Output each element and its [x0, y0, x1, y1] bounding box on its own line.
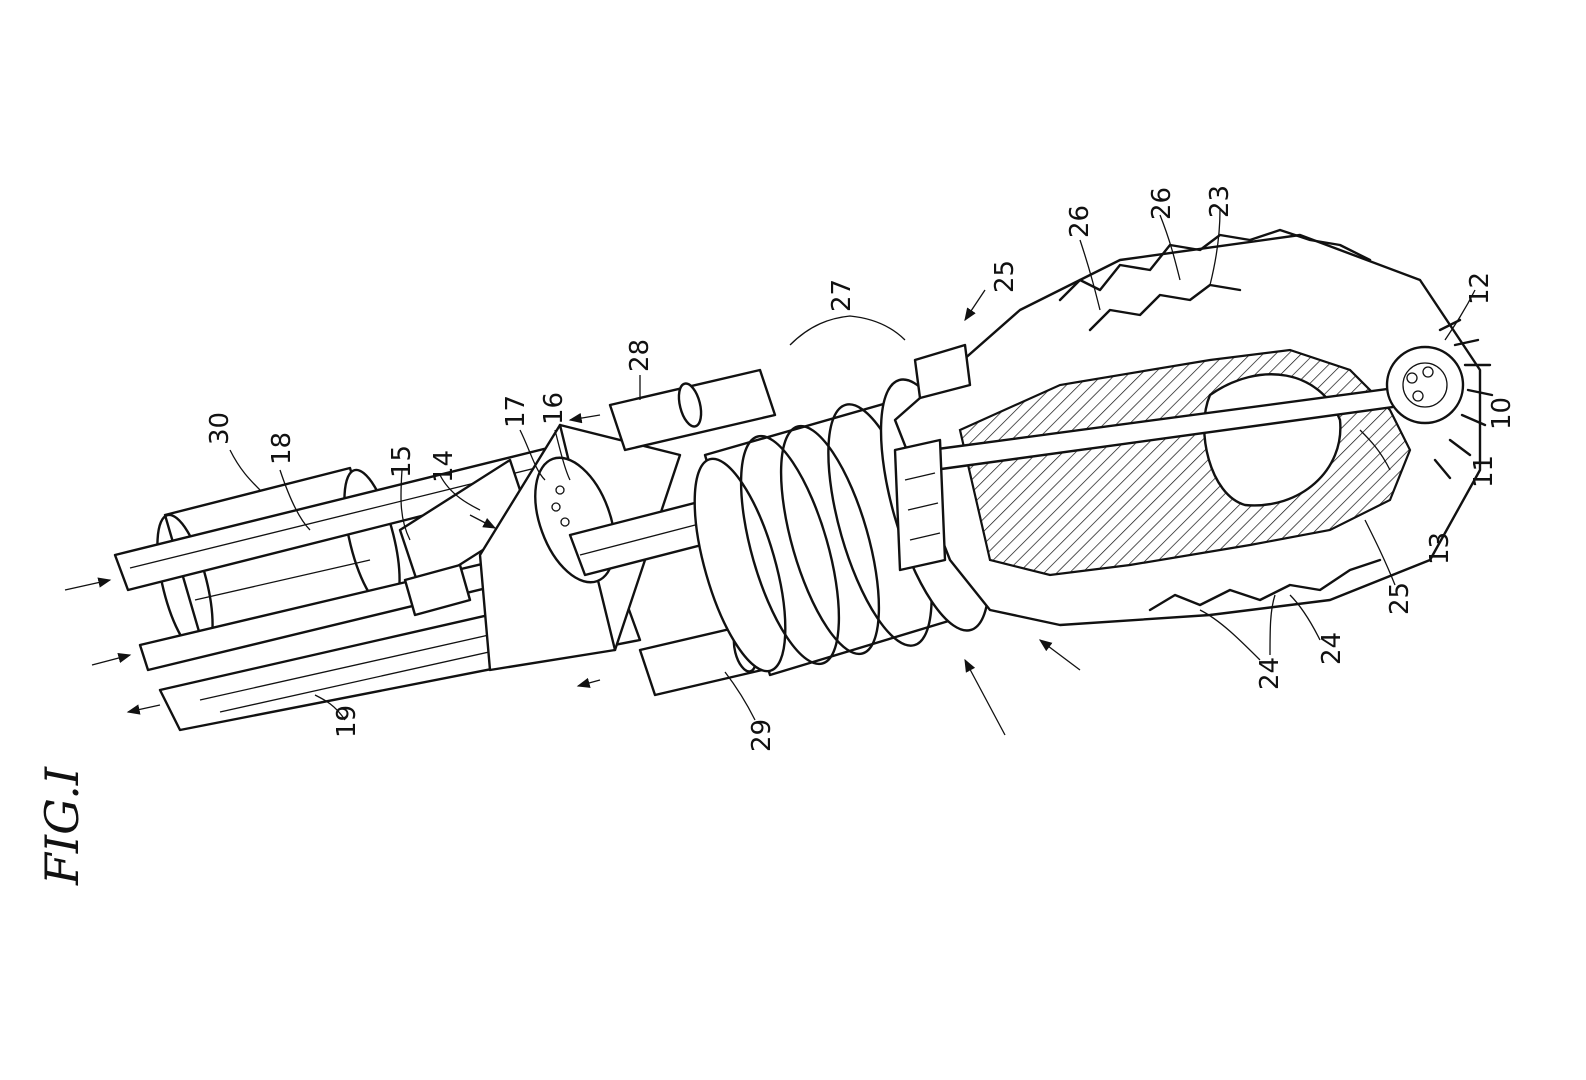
- label-16: 16: [539, 392, 569, 425]
- figure-caption: FIG.I: [35, 766, 89, 886]
- label-19: 19: [332, 705, 362, 738]
- label-30: 30: [205, 412, 235, 445]
- label-13: 13: [1425, 532, 1455, 565]
- label-25-bottom: 25: [1385, 582, 1415, 615]
- label-11: 11: [1469, 455, 1499, 488]
- bit-body: [893, 228, 1494, 627]
- label-25-top: 25: [990, 260, 1020, 293]
- reference-labels: 30 18 15 14 17 16 28 27 25 26 26 23 12 1…: [205, 185, 1517, 752]
- label-15: 15: [387, 445, 417, 478]
- flow-arrows: [64, 289, 1081, 736]
- label-12: 12: [1465, 272, 1495, 305]
- leader-lines: [229, 209, 1476, 721]
- label-18: 18: [267, 432, 297, 465]
- label-27: 27: [827, 279, 857, 312]
- label-10: 10: [1487, 397, 1517, 430]
- label-14: 14: [429, 450, 459, 483]
- drill-assembly: [64, 209, 1494, 736]
- label-26-a: 26: [1065, 205, 1095, 238]
- label-23: 23: [1205, 185, 1235, 218]
- label-26-b: 26: [1147, 187, 1177, 220]
- label-24-b: 24: [1317, 632, 1347, 665]
- label-29: 29: [747, 719, 777, 752]
- label-17: 17: [501, 395, 531, 428]
- label-28: 28: [625, 339, 655, 372]
- pipe-28: [608, 368, 777, 452]
- label-24-a: 24: [1255, 657, 1285, 690]
